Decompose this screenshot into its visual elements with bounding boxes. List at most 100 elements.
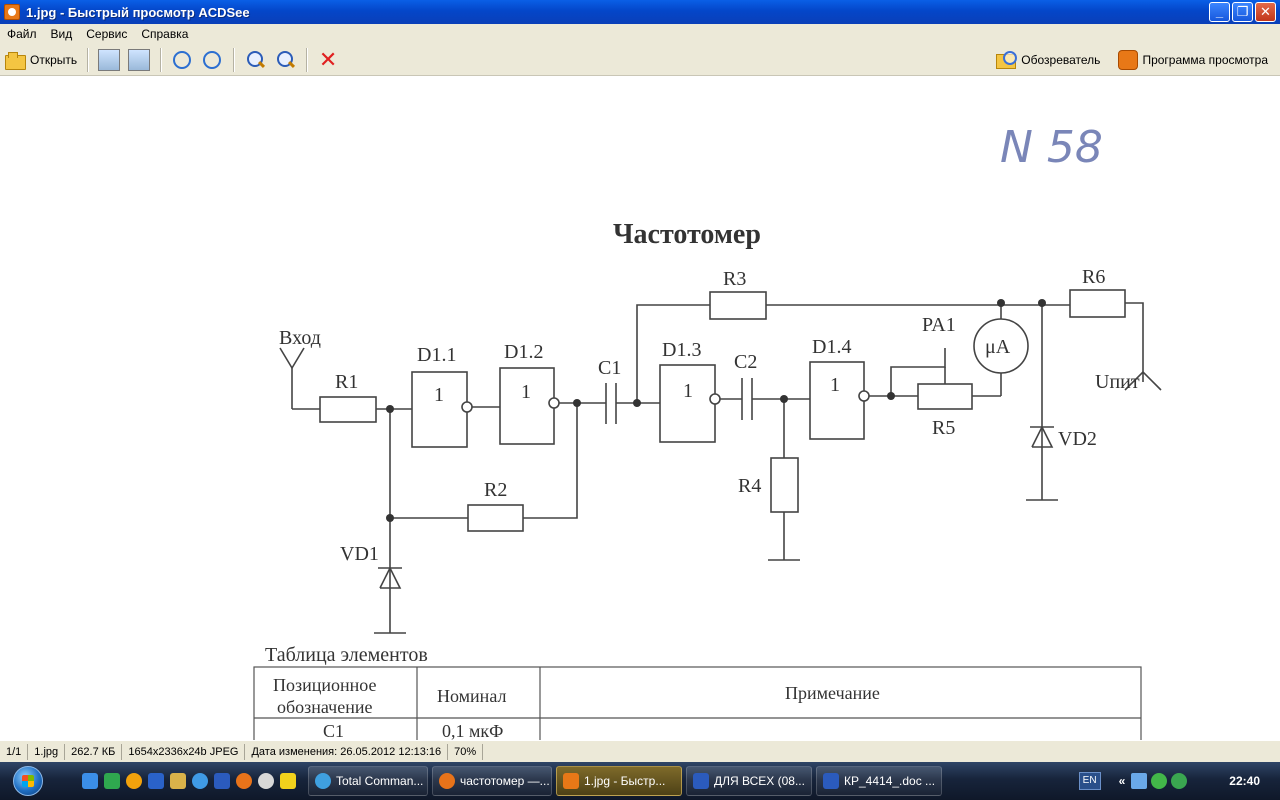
save-quicklaunch-icon[interactable] (148, 773, 164, 789)
minimize-button[interactable]: _ (1209, 2, 1230, 22)
label-r4: R4 (738, 475, 761, 497)
firefox-icon (439, 773, 455, 789)
tools-quicklaunch-icon[interactable] (170, 773, 186, 789)
task-label: КР_4414_.doc ... (844, 774, 936, 788)
viewer-button-label: Программа просмотра (1142, 53, 1268, 67)
status-bar: 1/1 1.jpg 262.7 КБ 1654x2336x24b JPEG Да… (0, 740, 1280, 762)
zoom-out-button[interactable] (270, 47, 300, 73)
rotate-right-icon (203, 50, 222, 69)
acdsee-icon (563, 773, 579, 789)
windows-logo-icon (13, 766, 43, 796)
security-icon[interactable] (1151, 773, 1168, 789)
menu-view[interactable]: Вид (50, 27, 73, 41)
table-header-position-line2: обозначение (277, 697, 372, 717)
tray-expand-icon[interactable]: « (1118, 774, 1126, 788)
next-image-button[interactable] (124, 47, 154, 73)
rotate-right-button[interactable] (197, 47, 227, 73)
label-r5: R5 (932, 417, 955, 439)
open-button[interactable]: Открыть (0, 47, 81, 73)
gate-d12-symbol: 1 (521, 381, 531, 403)
zoom-in-icon (244, 49, 266, 71)
label-meter: μA (985, 336, 1011, 358)
task-total-commander[interactable]: Total Comman... (308, 766, 428, 796)
info-icon[interactable] (1171, 773, 1188, 789)
word-icon (693, 773, 709, 789)
rotate-left-icon (173, 50, 192, 69)
viewer-button[interactable]: Программа просмотра (1114, 47, 1272, 73)
label-d12: D1.2 (504, 341, 543, 363)
table-header-note: Примечание (785, 683, 880, 703)
explorer-button-label: Обозреватель (1021, 53, 1101, 67)
network-icon[interactable] (1131, 773, 1148, 789)
elements-table (253, 666, 1142, 740)
viewer-icon (1118, 50, 1139, 70)
delete-button[interactable]: ✕ (313, 47, 343, 73)
language-indicator[interactable]: EN (1078, 772, 1101, 790)
table-cell-designator: C1 (323, 721, 344, 740)
table-header-position-line1: Позиционное (273, 675, 376, 695)
acdsee-app-icon[interactable] (4, 4, 20, 20)
zoom-in-button[interactable] (240, 47, 270, 73)
status-filesize: 262.7 КБ (65, 743, 123, 760)
label-r2: R2 (484, 479, 507, 501)
rotate-left-button[interactable] (167, 47, 197, 73)
window-controls: _ ❐ ✕ (1209, 2, 1276, 22)
task-firefox[interactable]: частотомер —... (432, 766, 552, 796)
task-acdsee[interactable]: 1.jpg - Быстр... (556, 766, 682, 796)
label-supply: Uпит (1095, 371, 1140, 393)
opera-quicklaunch-icon[interactable] (258, 773, 274, 789)
status-dimensions: 1654x2336x24b JPEG (122, 743, 246, 760)
schematic-title: Частотомер (613, 219, 761, 250)
label-d14: D1.4 (812, 336, 851, 358)
sun-quicklaunch-icon[interactable] (126, 773, 142, 789)
word-quicklaunch-icon[interactable] (214, 773, 230, 789)
label-r1: R1 (335, 371, 358, 393)
toolbar-right: Обозреватель Программа просмотра (991, 47, 1272, 73)
app-quicklaunch-icon[interactable] (104, 773, 120, 789)
task-word-2[interactable]: КР_4414_.doc ... (816, 766, 942, 796)
next-image-icon (128, 48, 151, 71)
open-button-label: Открыть (30, 52, 78, 67)
open-folder-icon (4, 49, 26, 71)
label-input: Вход (279, 327, 321, 349)
title-bar: 1.jpg - Быстрый просмотр ACDSee _ ❐ ✕ (0, 0, 1280, 24)
label-d11: D1.1 (417, 344, 456, 366)
menu-file[interactable]: Файл (7, 27, 37, 41)
previous-image-button[interactable] (94, 47, 124, 73)
label-vd2: VD2 (1058, 428, 1097, 450)
maximize-button[interactable]: ❐ (1232, 2, 1253, 22)
window-title: 1.jpg - Быстрый просмотр ACDSee (26, 4, 250, 20)
clock[interactable]: 22:40 (1229, 774, 1260, 788)
label-c2: C2 (734, 351, 757, 373)
menu-help[interactable]: Справка (141, 27, 189, 41)
taskbar: Total Comman... частотомер —... 1.jpg - … (0, 762, 1280, 800)
label-vd1: VD1 (340, 543, 379, 565)
task-word-1[interactable]: ДЛЯ ВСЕХ (08... (686, 766, 812, 796)
table-cell-nominal: 0,1 мкФ (442, 721, 503, 740)
label-pa1: PA1 (922, 314, 956, 336)
firefox-quicklaunch-icon[interactable] (236, 773, 252, 789)
label-c1: C1 (598, 357, 621, 379)
plus-quicklaunch-icon[interactable] (280, 773, 296, 789)
toolbar-separator (233, 47, 235, 72)
status-filename: 1.jpg (28, 743, 66, 760)
start-button[interactable] (0, 762, 56, 800)
word-icon (823, 773, 839, 789)
explorer-button[interactable]: Обозреватель (991, 47, 1104, 73)
gate-d14-symbol: 1 (830, 374, 840, 396)
explorer-quicklaunch-icon[interactable] (82, 773, 98, 789)
status-zoom: 70% (448, 743, 484, 760)
gate-d13-symbol: 1 (683, 380, 693, 402)
menu-tools[interactable]: Сервис (86, 27, 128, 41)
toolbar: Открыть ✕ Обозреватель Программа просмот… (0, 44, 1280, 76)
handwritten-note: N 58 (1000, 122, 1103, 173)
gate-d11-symbol: 1 (434, 384, 444, 406)
ie-quicklaunch-icon[interactable] (192, 773, 208, 789)
image-viewport[interactable]: N 58 Частотомер Вход R1 D1.1 D1.2 C1 D1.… (0, 76, 1280, 740)
task-label: Total Comman... (336, 774, 424, 788)
status-modified: Дата изменения: 26.05.2012 12:13:16 (245, 743, 449, 760)
toolbar-separator (87, 47, 89, 72)
close-button[interactable]: ✕ (1255, 2, 1276, 22)
previous-image-icon (98, 48, 121, 71)
